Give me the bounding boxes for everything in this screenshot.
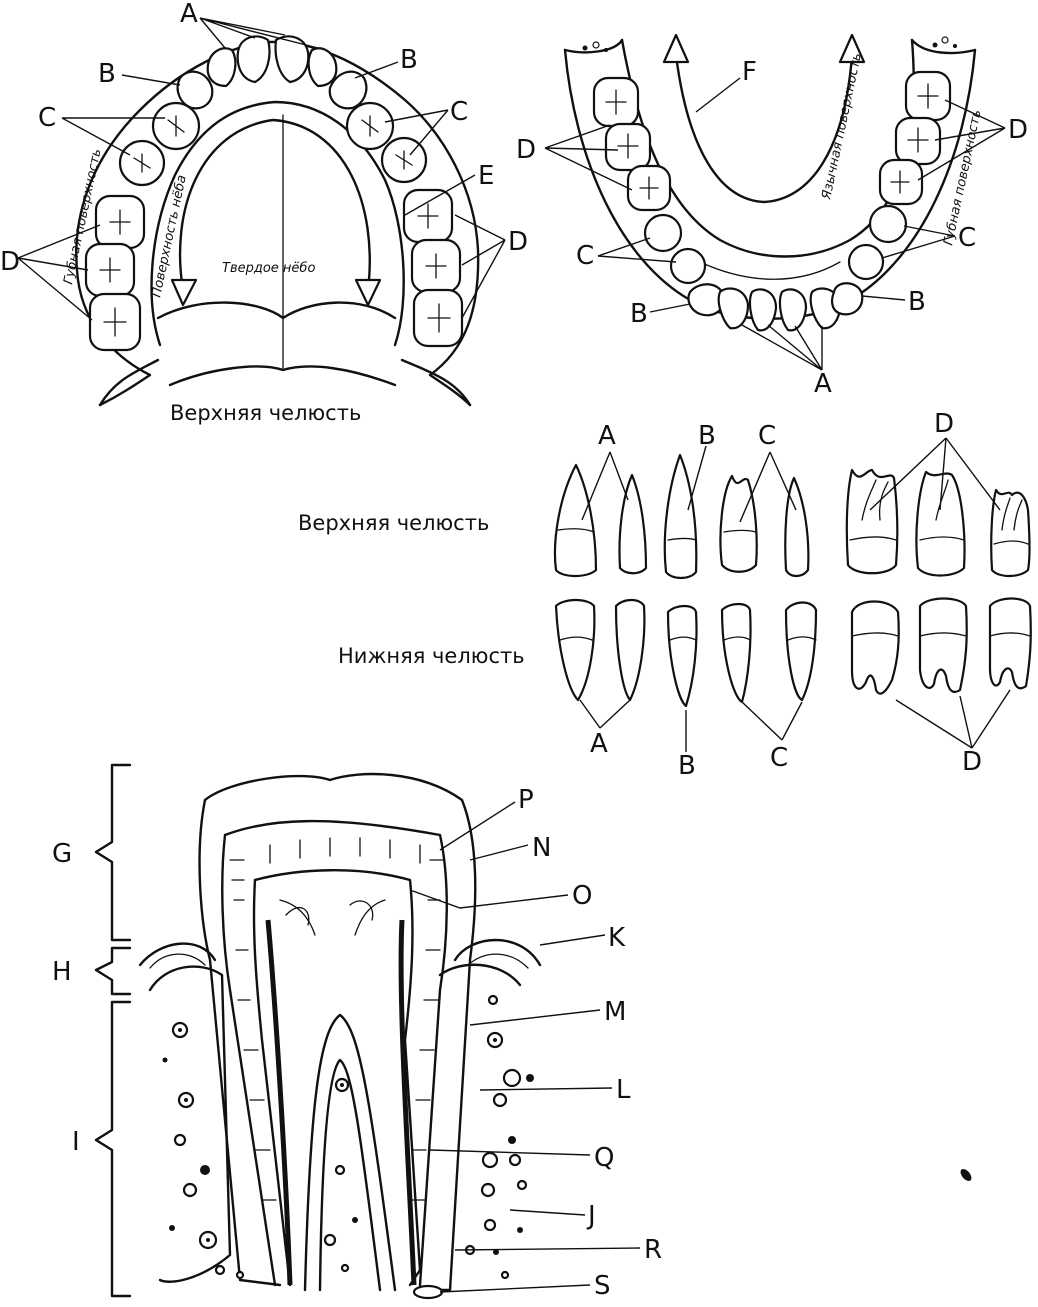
upper-jaw-figure: A B B C C D D E Губная поверхность Повер… bbox=[0, 0, 528, 425]
tooth-types-figure: Верхняя челюсть Нижняя челюсть A B bbox=[298, 409, 1032, 781]
section-label-r: R bbox=[644, 1235, 662, 1265]
tooth-cross-section: G H I bbox=[52, 763, 972, 1301]
upper-label-e: E bbox=[478, 161, 494, 191]
tooth-label-top-a: A bbox=[598, 421, 616, 451]
section-label-m: M bbox=[604, 997, 626, 1027]
section-label-s: S bbox=[594, 1271, 611, 1301]
bracket-label-i: I bbox=[72, 1127, 80, 1157]
lower-label-d-left: D bbox=[516, 135, 536, 165]
lower-label-c-right: C bbox=[958, 223, 976, 253]
bracket-label-g: G bbox=[52, 839, 72, 869]
section-label-o: O bbox=[572, 881, 592, 911]
tooth-label-top-c: C bbox=[758, 421, 776, 451]
lower-label-b-left: B bbox=[630, 299, 648, 329]
tooth-label-bottom-d: D bbox=[962, 747, 982, 777]
upper-label-b-right: B bbox=[400, 45, 418, 75]
section-label-n: N bbox=[532, 833, 551, 863]
lower-label-d-right: D bbox=[1008, 115, 1028, 145]
upper-label-a: A bbox=[180, 0, 198, 29]
tooth-types-lower-caption: Нижняя челюсть bbox=[338, 644, 525, 668]
tooth-label-bottom-c: C bbox=[770, 743, 788, 773]
lower-lingual-surface-label: Язычная поверхность bbox=[819, 52, 865, 202]
section-label-l: L bbox=[616, 1075, 631, 1105]
upper-label-c-left: C bbox=[38, 103, 56, 133]
bracket-label-h: H bbox=[52, 957, 72, 987]
upper-label-b-left: B bbox=[98, 59, 116, 89]
upper-label-d-right: D bbox=[508, 227, 528, 257]
section-label-p: P bbox=[518, 785, 534, 815]
tooth-label-top-b: B bbox=[698, 421, 716, 451]
tooth-label-bottom-b: B bbox=[678, 751, 696, 781]
upper-label-c-right: C bbox=[450, 97, 468, 127]
section-label-j: J bbox=[586, 1201, 596, 1231]
tooth-label-bottom-a: A bbox=[590, 729, 608, 759]
lower-label-a: A bbox=[814, 369, 832, 399]
upper-label-d-left: D bbox=[0, 247, 20, 277]
upper-jaw-caption: Верхняя челюсть bbox=[170, 401, 361, 425]
lower-label-b-right: B bbox=[908, 287, 926, 317]
tooth-label-top-d: D bbox=[934, 409, 954, 439]
section-label-q: Q bbox=[594, 1143, 614, 1173]
lower-jaw-figure: F D D C C B B A Язычная поверхность Губн… bbox=[516, 33, 1028, 399]
tooth-types-upper-caption: Верхняя челюсть bbox=[298, 511, 489, 535]
section-label-k: K bbox=[608, 923, 626, 953]
hard-palate-label: Твердое нёбо bbox=[222, 261, 315, 276]
lower-label-c-left: C bbox=[576, 241, 594, 271]
lower-label-f: F bbox=[742, 57, 757, 87]
